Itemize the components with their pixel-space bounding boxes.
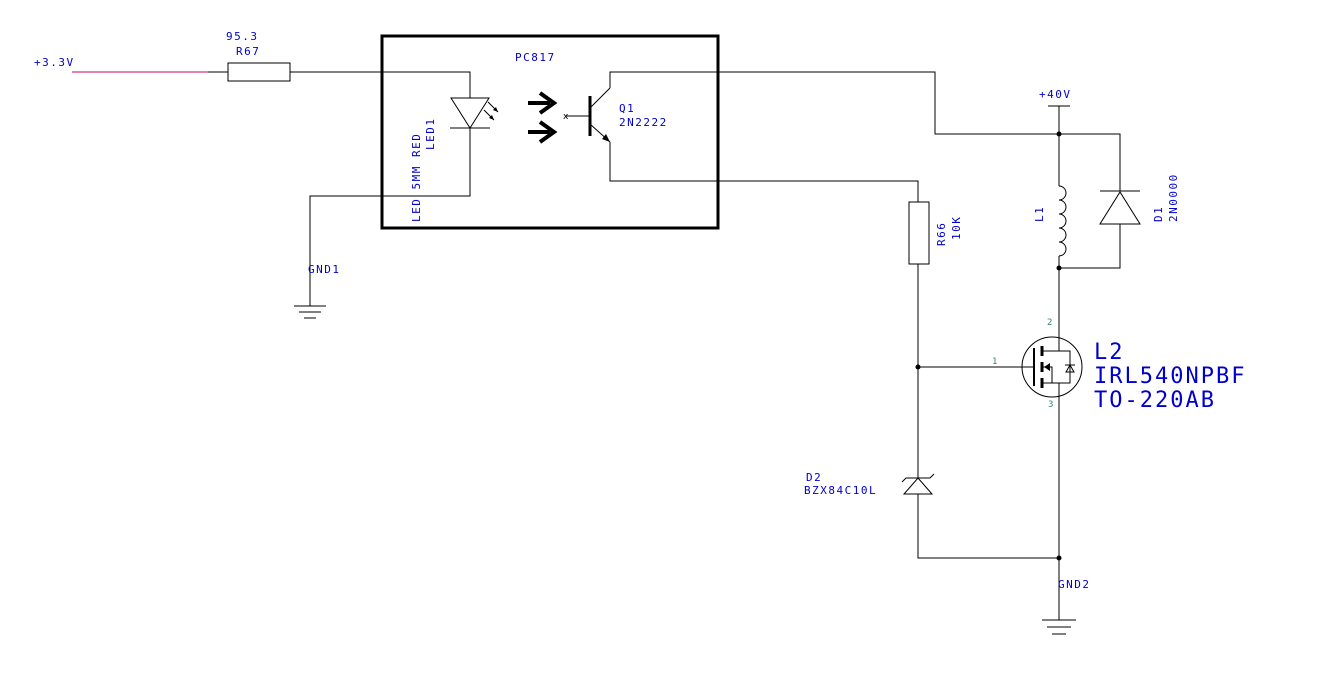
phototransistor-q1[interactable]: x Q1 2N2222	[563, 87, 668, 143]
optocoupler-pc817[interactable]: PC817	[380, 34, 720, 230]
q1-ref: Q1	[619, 102, 635, 115]
d2-ref: D2	[806, 471, 822, 484]
led1-value: LED 5MM RED	[410, 133, 423, 222]
resistor-r66[interactable]: R66 10K	[908, 201, 963, 265]
mosfet-l2[interactable]: 1 2 3 L2 IRL540NPBF TO-220AB	[992, 318, 1246, 413]
r66-value: 10K	[950, 216, 963, 240]
led-led1[interactable]: LED 5MM RED LED1	[410, 97, 499, 222]
pin-gate-number: 1	[992, 357, 997, 367]
gnd1-label: GND1	[308, 263, 341, 276]
diode-d1[interactable]: D1 2N0000	[1099, 173, 1180, 225]
wire-r67-to-led	[290, 71, 471, 98]
mosfet-ref: L2	[1094, 340, 1125, 365]
d1-value: 2N0000	[1167, 173, 1180, 222]
r66-ref: R66	[935, 222, 948, 246]
power-rail-40v: +40V	[1039, 88, 1072, 107]
wire-d1-to-drain	[1059, 224, 1121, 269]
d1-ref: D1	[1152, 206, 1165, 222]
vhigh-label: +40V	[1039, 88, 1072, 101]
led1-ref: LED1	[424, 118, 437, 151]
ground-gnd2: GND2	[1042, 578, 1091, 635]
optical-arrows-icon	[528, 91, 558, 144]
resistor-r67[interactable]: 95.3 R67	[226, 30, 291, 82]
wire-emitter-to-r66	[609, 142, 919, 202]
junction-gnd2	[1056, 555, 1062, 561]
r67-ref: R67	[236, 45, 260, 58]
q1-value: 2N2222	[619, 116, 668, 129]
pin-drain-number: 2	[1047, 318, 1052, 328]
mosfet-part: IRL540NPBF	[1094, 364, 1246, 389]
pin-source-number: 3	[1048, 400, 1053, 410]
wire-led-to-gnd1	[309, 128, 471, 306]
zener-diode-d2[interactable]: D2 BZX84C10L	[804, 471, 935, 497]
l1-ref: L1	[1033, 206, 1046, 222]
svg-text:x: x	[563, 112, 569, 122]
wire-d2-to-gnd2	[917, 494, 1059, 559]
d2-value: BZX84C10L	[804, 484, 877, 497]
pc817-ref: PC817	[515, 51, 556, 64]
mosfet-package: TO-220AB	[1094, 388, 1216, 413]
net-label-vin: +3.3V	[34, 56, 75, 69]
inductor-l1[interactable]: L1	[1033, 185, 1067, 257]
wire-collector-to-40v	[609, 71, 1059, 135]
wire-40v-to-d1	[1059, 133, 1121, 191]
ground-gnd1: GND1	[294, 263, 341, 319]
gnd2-label: GND2	[1058, 578, 1091, 591]
r67-value: 95.3	[226, 30, 259, 43]
